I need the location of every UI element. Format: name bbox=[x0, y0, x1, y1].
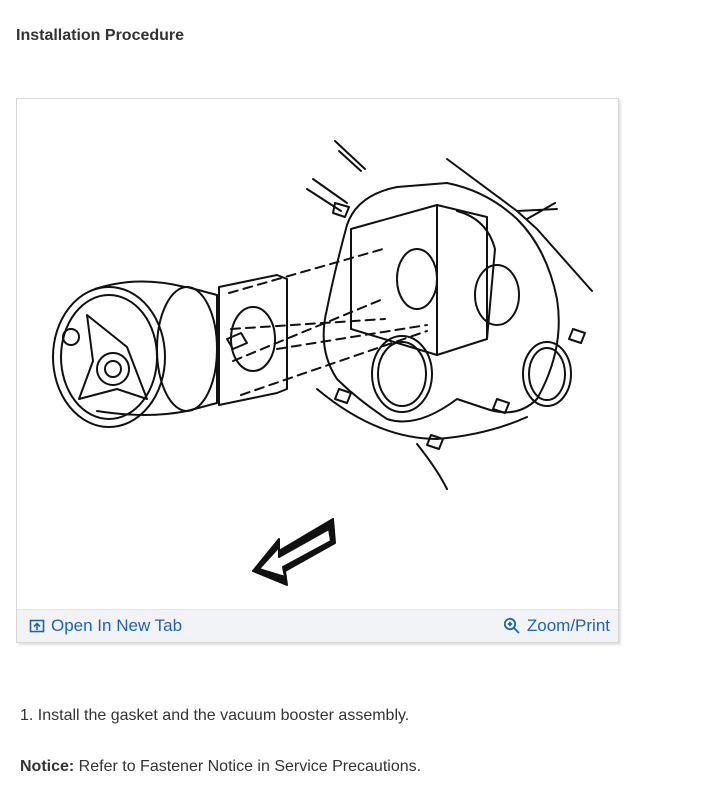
figure-container: Open In New Tab Zoom/Print bbox=[16, 98, 619, 643]
step-1-text: 1. Install the gasket and the vacuum boo… bbox=[20, 707, 410, 724]
vacuum-booster-illustration bbox=[52, 140, 593, 586]
open-new-tab-icon bbox=[29, 618, 45, 634]
figure-toolbar: Open In New Tab Zoom/Print bbox=[17, 609, 618, 642]
zoom-print-label: Zoom/Print bbox=[526, 616, 610, 635]
notice-label: Notice: bbox=[20, 758, 75, 775]
open-in-new-tab-link[interactable]: Open In New Tab bbox=[29, 616, 182, 636]
notice-text: Refer to Fastener Notice in Service Prec… bbox=[74, 758, 422, 775]
magnifier-icon bbox=[503, 617, 521, 635]
section-title: Installation Procedure bbox=[16, 27, 185, 44]
open-in-new-tab-label: Open In New Tab bbox=[51, 616, 183, 635]
zoom-print-link[interactable]: Zoom/Print bbox=[503, 616, 610, 636]
notice-paragraph: Notice: Refer to Fastener Notice in Serv… bbox=[20, 758, 421, 776]
